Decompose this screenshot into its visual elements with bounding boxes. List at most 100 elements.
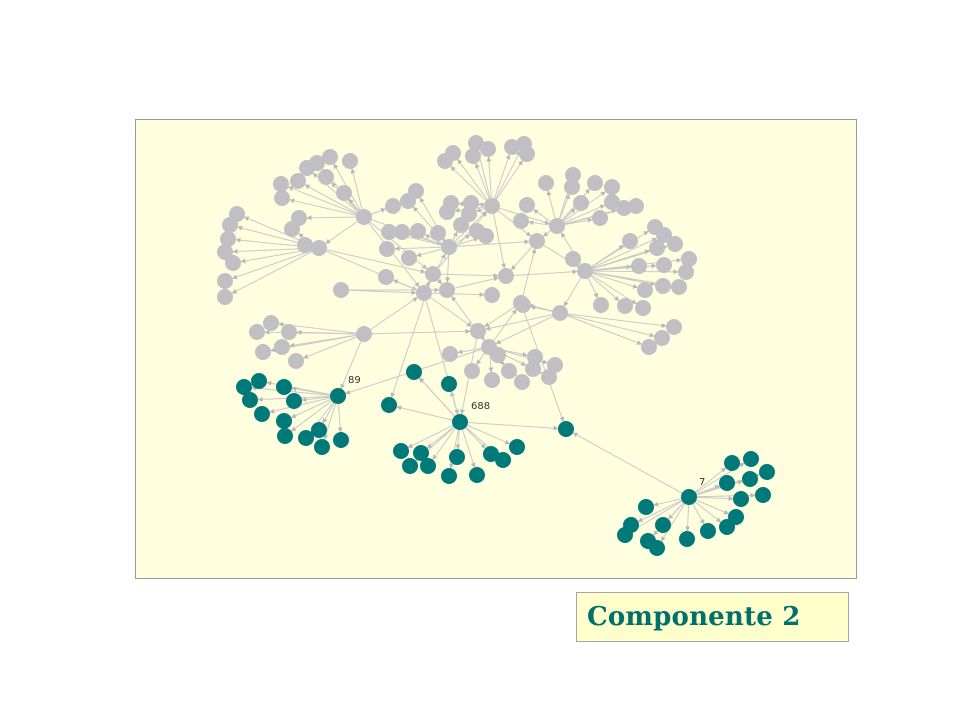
gray-node [604,179,620,195]
gray-node [217,289,233,305]
teal-node [700,523,716,539]
teal-node [381,397,397,413]
teal-node [314,439,330,455]
gray-node [225,255,241,271]
gray-node [468,135,484,151]
gray-node [622,233,638,249]
cross-edge [572,432,690,498]
gray-hub-node [441,239,457,255]
gray-hub-node [311,240,327,256]
caption-title: Componente 2 [587,602,801,632]
leaf-edge [296,329,365,335]
cross-edge [423,292,460,415]
caption-box: Componente 2 [576,592,849,642]
leaf-edge [491,160,523,207]
gray-node [514,374,530,390]
gray-node [220,231,236,247]
leaf-edge [459,421,511,445]
teal-node [724,455,740,471]
gray-node [480,141,496,157]
teal-node [276,379,292,395]
gray-node [519,146,535,162]
leaf-edge [660,496,690,542]
gray-node [465,148,481,164]
gray-node [217,244,233,260]
gray-node [501,363,517,379]
hub-edge [423,292,472,327]
gray-hub-node [577,263,593,279]
leaf-edge [457,159,493,207]
teal-node [254,406,270,422]
gray-node [273,176,289,192]
leaf-edge [302,333,365,359]
gray-node [249,324,265,340]
gray-node [385,198,401,214]
teal-node [333,432,349,448]
hub-edge [448,239,530,248]
teal-node [638,499,654,515]
teal-node [483,446,499,462]
gray-node [318,169,334,185]
leaf-edge [556,188,591,227]
gray-hub-node [484,198,500,214]
teal-node [719,519,735,535]
gray-node [309,155,325,171]
leaf-edge [306,215,365,221]
teal-hub-node [681,489,697,505]
gray-node [547,357,563,373]
gray-node [628,198,644,214]
gray-node [637,282,653,298]
gray-node [565,251,581,267]
teal-node [755,487,771,503]
teal-node [509,439,525,455]
gray-node [463,195,479,211]
gray-hub-node [529,233,545,249]
leaf-edge [637,496,690,522]
gray-node [281,324,297,340]
gray-node [288,353,304,369]
hub-edge [432,273,499,279]
network-graph-panel: 89 688 7 [135,119,857,579]
leaf-edge [290,395,339,419]
teal-node [286,393,302,409]
hub-edge [491,205,532,237]
gray-node [573,195,589,211]
gray-node [274,339,290,355]
gray-node [538,175,554,191]
leaf-edge [584,249,650,272]
gray-node [255,344,271,360]
gray-hub-node [356,326,372,342]
cross-edge [459,421,559,431]
teal-node [251,373,267,389]
leaf-edge [491,150,521,207]
leaf-edge [423,292,485,298]
gray-node [290,173,306,189]
hub-edge [318,247,426,274]
leaf-edge [491,154,511,207]
gray-hub-node [552,305,568,321]
gray-node [394,224,410,240]
hub-edge [432,211,488,275]
teal-node [449,449,465,465]
gray-node [381,224,397,240]
gray-node [464,363,480,379]
gray-node [616,200,632,216]
leaf-edge [394,246,450,252]
gray-node [656,227,672,243]
gray-node [342,153,358,169]
leaf-edge [584,270,637,305]
gray-node [408,183,424,199]
leaf-edge [396,405,461,423]
gray-node [635,300,651,316]
teal-node [236,379,252,395]
teal-node [420,458,436,474]
gray-node [297,237,313,253]
gray-node [484,287,500,303]
teal-node [558,421,574,437]
gray-node [284,221,300,237]
gray-node [504,139,520,155]
teal-node [495,452,511,468]
gray-hub-node [356,209,372,225]
gray-node [541,369,557,385]
hub-label-7: 7 [699,477,705,488]
